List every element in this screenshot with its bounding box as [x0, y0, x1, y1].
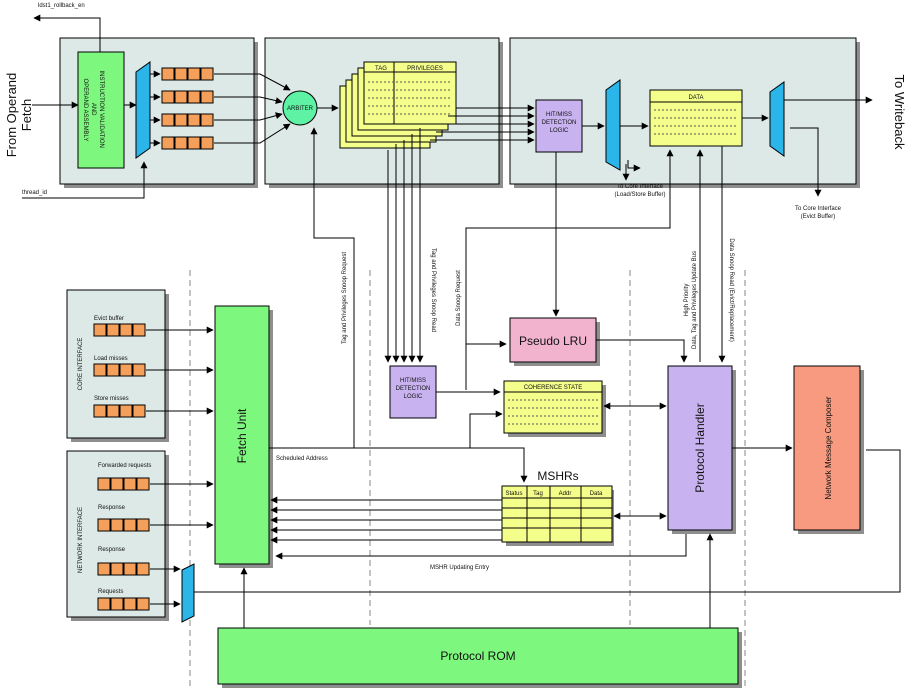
- mshr-col-status: Status: [505, 491, 522, 497]
- network-mux: [181, 563, 195, 623]
- hit-miss-logic-top: [535, 99, 583, 153]
- requests-label: Requests: [98, 589, 123, 595]
- from-operand-fetch-label: From OperandFetch: [4, 73, 34, 158]
- core-queues: [93, 323, 146, 418]
- instruction-validation-label: INSTRUCTION VALIDATION AND OPERAND ASSEM…: [82, 70, 104, 149]
- coherence-state-label: COHERENCE STATE: [524, 385, 582, 391]
- protocol-rom-label: Protocol ROM: [440, 649, 515, 663]
- protocol-handler: [667, 365, 733, 531]
- tag-priv-snoop-read-label: Tag and Privileges Snoop Read: [430, 248, 436, 332]
- pseudo-lru-label: Pseudo LRU: [519, 334, 587, 348]
- evict-buffer-label: Evict buffer: [94, 316, 124, 322]
- network-queues: [97, 477, 150, 611]
- fetch-unit-label: Fetch Unit: [235, 408, 249, 463]
- response-label-2: Response: [98, 547, 126, 553]
- output-mux: [769, 81, 785, 157]
- ldst1-rollback-label: ldst1_rollback_en: [38, 3, 85, 9]
- fetch-unit: [214, 305, 270, 565]
- mshrs-title: MSHRs: [537, 469, 578, 483]
- response-label-1: Response: [98, 505, 126, 511]
- arbiter-label: ARBITER: [287, 106, 314, 112]
- tag-label: TAG: [375, 66, 387, 72]
- network-interface-label: NETWORK INTERFACE: [78, 507, 84, 573]
- to-core-interface-ls: To Core Interface(Load/Store Buffer): [615, 184, 666, 198]
- input-mux: [135, 61, 151, 159]
- privileges-label: PRIVILEGES: [407, 66, 443, 72]
- mshr-col-addr: Addr: [559, 491, 572, 497]
- protocol-handler-label: Protocol Handler: [693, 403, 707, 492]
- tag-priv-snoop-request-label: Tag and Privileges Snoop Request: [342, 252, 348, 344]
- to-core-interface-evict: To Core Interface(Evict Buffer): [795, 206, 842, 220]
- load-misses-label: Load misses: [94, 356, 128, 362]
- scheduled-address-label: Scheduled Address: [276, 456, 328, 462]
- pseudo-lru: [509, 317, 597, 363]
- data-label: DATA: [688, 95, 703, 101]
- mshr-table: Status Tag Addr Data: [501, 485, 614, 546]
- thread-id-label: thread_id: [22, 190, 47, 196]
- forwarded-requests-label: Forwarded requests: [98, 463, 151, 469]
- instruction-validation-block: [77, 51, 125, 169]
- store-misses-label: Store misses: [94, 396, 129, 402]
- input-queues: [161, 67, 214, 150]
- data-array: [649, 89, 743, 147]
- network-message-composer-label: Network Message Composer: [824, 396, 833, 499]
- network-message-composer: [793, 365, 861, 531]
- core-interface-label: CORE INTERFACE: [78, 338, 84, 391]
- hit-miss-logic-mid: [389, 365, 437, 419]
- tag-privileges-array: [339, 61, 457, 149]
- mshr-col-data: Data: [590, 491, 603, 497]
- to-writeback-label: To Writeback: [892, 75, 907, 150]
- mshr-updating-label: MSHR Updating Entry: [430, 565, 489, 571]
- mshr-col-tag: Tag: [533, 491, 543, 497]
- data-snoop-request-label: Data Snoop Request: [456, 270, 462, 326]
- data-select-mux: [605, 79, 621, 171]
- data-snoop-read-label: Data Snoop Read (Evict/Replacement): [728, 238, 734, 341]
- protocol-rom: [217, 627, 739, 685]
